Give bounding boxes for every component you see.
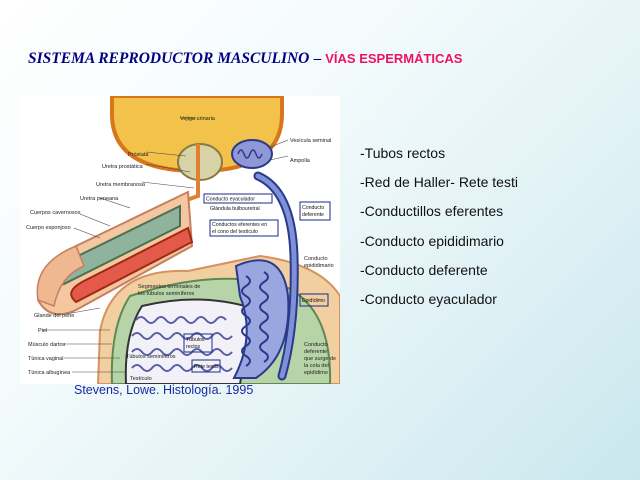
title-subtitle: VÍAS ESPERMÁTICAS <box>325 51 463 66</box>
anatomy-diagram: Vejiga urinaria Vesícula seminal Ampolla… <box>26 96 340 384</box>
label-deferente-a: Conducto <box>302 205 324 211</box>
label-vesicula: Vesícula seminal <box>290 138 331 144</box>
label-tubulos-rectos-b: rectos <box>186 344 201 350</box>
label-ampolla: Ampolla <box>290 158 311 164</box>
label-tubulos-rectos-a: Túbulos <box>186 337 205 343</box>
label-rete-testis: Rete testis <box>194 364 219 370</box>
list-item: -Conducto epididimario <box>360 232 504 249</box>
title-dash: – <box>313 51 322 67</box>
slide-title: SISTEMA REPRODUCTOR MASCULINO – VÍAS ESP… <box>28 50 462 68</box>
label-cuerpo-esponjoso: Cuerpo esponjoso <box>26 225 71 231</box>
epididymis-shape <box>232 259 290 379</box>
list-item: -Conductillos eferentes <box>360 203 504 220</box>
label-tunica-albuginea: Túnica albugínea <box>28 370 71 376</box>
label-prostata: Próstata <box>128 152 149 158</box>
label-cola-d: la cola del <box>304 363 329 369</box>
label-epididimario-b: epididimario <box>304 263 334 269</box>
label-conductos-eferentes-b: el cono del testículo <box>212 229 258 235</box>
label-segmentos-b: los túbulos seminíferos <box>138 291 194 297</box>
label-tunica-vaginal: Túnica vaginal <box>28 356 63 362</box>
label-cola-e: epidídimo <box>304 370 328 376</box>
label-vejiga: Vejiga urinaria <box>180 116 216 122</box>
label-uretra-membranosa: Uretra membranosa <box>96 182 146 188</box>
label-glandula-bulbouretral: Glándula bulbouretral <box>210 206 260 212</box>
label-epididimario-a: Conducto <box>304 256 328 262</box>
label-piel: Piel <box>38 328 47 334</box>
seminal-vesicle <box>231 139 273 169</box>
label-cuerpos-cavernosos: Cuerpos cavernosos <box>30 210 81 216</box>
label-tubulos-seminiferos: Túbulos seminíferos <box>126 354 176 360</box>
corpus-spongiosum <box>70 226 194 304</box>
list-item: -Tubos rectos <box>360 145 446 161</box>
list-item: -Conducto deferente <box>360 261 488 278</box>
label-uretra-prostatica: Uretra prostática <box>102 164 144 170</box>
label-testiculo: Testículo <box>130 376 152 382</box>
label-segmentos-a: Segmentos terminales de <box>138 284 200 290</box>
label-deferente-b: deferente <box>302 212 324 218</box>
label-conductos-eferentes-a: Conductos eferentes en <box>212 222 267 228</box>
figure-caption: Stevens, Lowe. Histología. 1995 <box>74 383 254 397</box>
anatomy-illustration: Vejiga urinaria Vesícula seminal Ampolla… <box>20 96 340 384</box>
label-cola-c: que surge de <box>304 356 336 362</box>
glans-shape <box>36 245 85 308</box>
seminiferous-tubules <box>131 316 233 372</box>
title-main: SISTEMA REPRODUCTOR MASCULINO <box>28 50 310 67</box>
label-cola-a: Conducto <box>304 342 328 348</box>
list-item: -Red de Haller- Rete testi <box>360 174 518 191</box>
label-uretra-peneana: Uretra peneana <box>80 196 119 202</box>
ducts-list: -Tubos rectos -Red de Haller- Rete testi… <box>360 144 518 319</box>
label-conducto-eyaculador: Conducto eyaculador <box>206 197 255 203</box>
epididymal-duct <box>241 275 251 367</box>
label-cola-b: deferente <box>304 349 327 355</box>
list-item: -Conducto eyaculador <box>360 290 497 307</box>
label-glande: Glande del pene <box>34 313 74 319</box>
label-musculo-dartos: Músculo dartos <box>28 342 66 348</box>
label-epididimo: Epidídimo <box>302 298 325 304</box>
